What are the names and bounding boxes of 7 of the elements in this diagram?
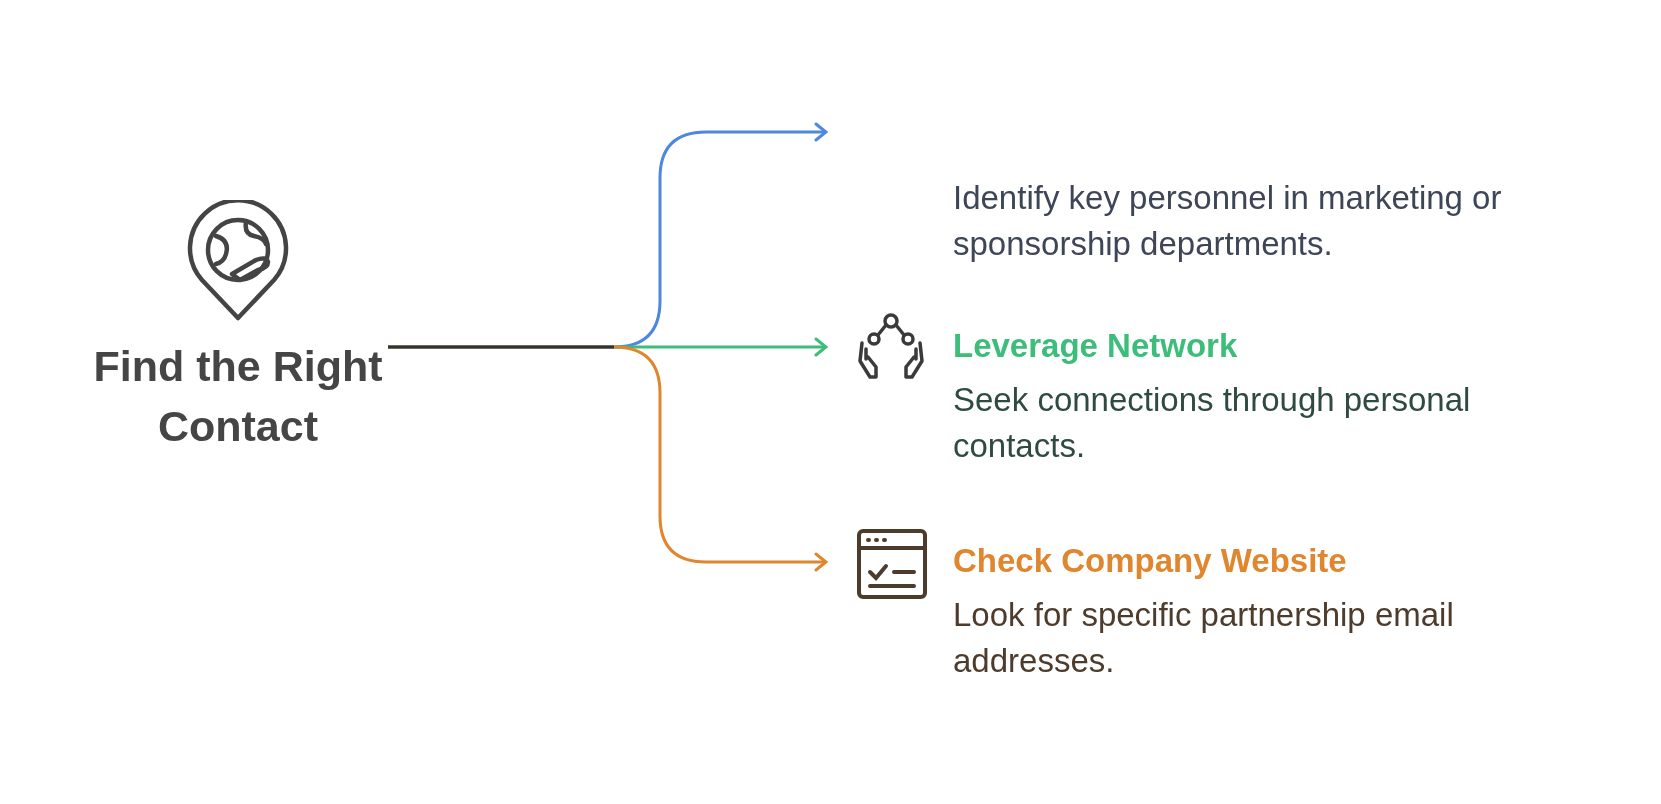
description: Seek connections through personal contacts. [953,380,1472,466]
description: Identify key personnel in marketing or sponsorship departments. [953,178,1503,264]
description: Look for specific partnership email addresses. [953,595,1455,681]
trunk-line [388,345,614,349]
heading: Leverage Network [953,327,1238,365]
heading: Check Company Website [953,542,1347,580]
central-topic: Find the Right Contact [92,341,384,452]
